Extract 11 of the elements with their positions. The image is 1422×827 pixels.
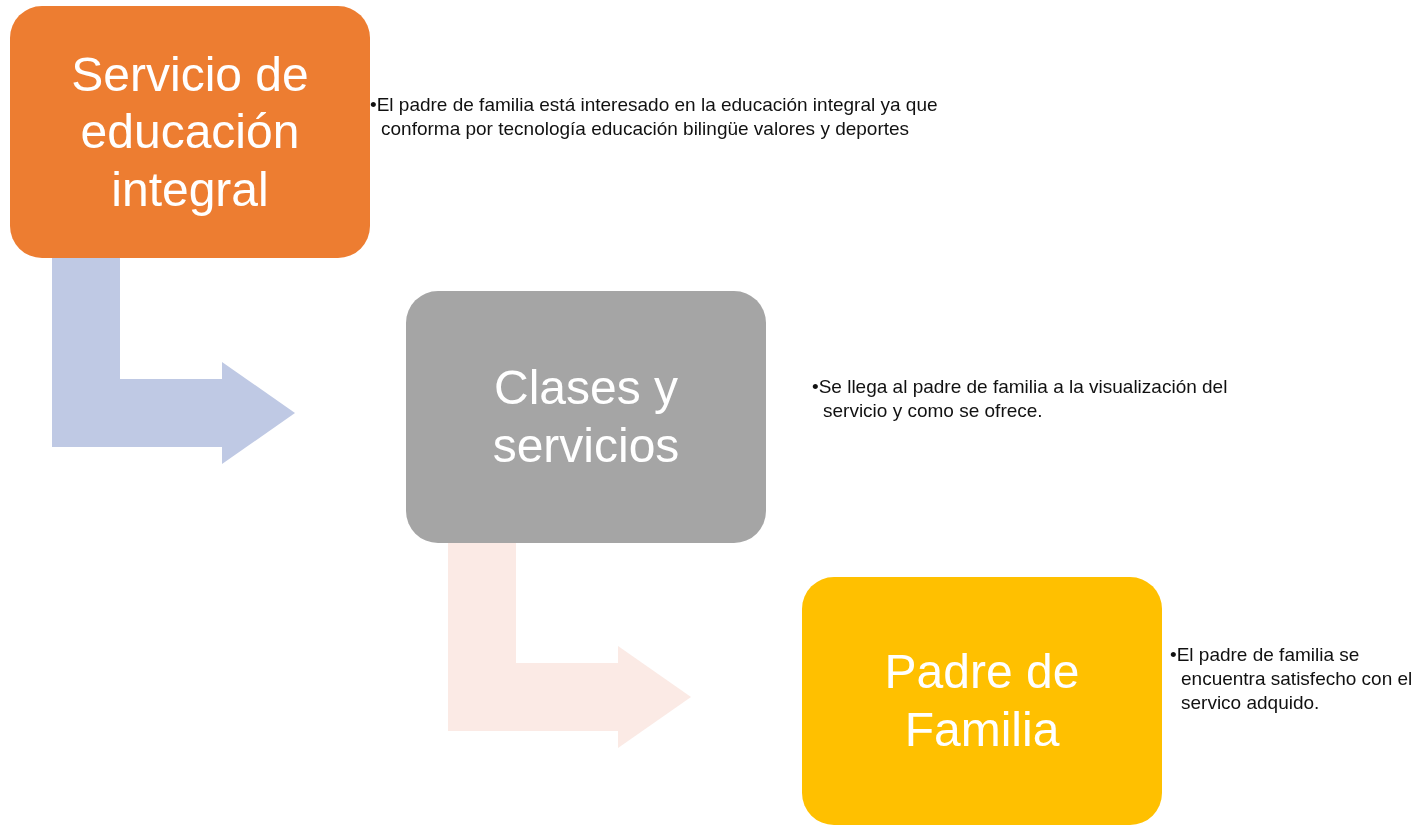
bullet-note: •Se llega al padre de familia a la visualización del servicio y como se ofrece. xyxy=(812,375,1229,423)
process-box xyxy=(406,291,766,543)
bent-arrow xyxy=(448,543,691,748)
bent-arrow xyxy=(52,258,295,464)
box-title: Servicio de educación integral xyxy=(70,46,310,218)
box-title: Padre de Familia xyxy=(883,644,1081,758)
process-box xyxy=(802,577,1162,825)
bullet-note: •El padre de familia se encuentra satisfecho con el servico adquido. xyxy=(1170,643,1414,715)
box-title: Clases y servicios xyxy=(491,360,681,474)
bullet-note: •El padre de familia está interesado en la educación integral ya que conforma por tecnología educación bilingüe valores y deportes xyxy=(370,93,939,141)
process-box xyxy=(10,6,370,258)
